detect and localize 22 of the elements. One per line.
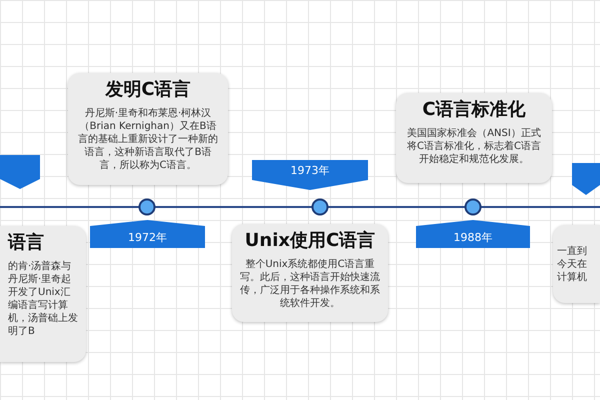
year-banner [416, 220, 530, 248]
year-banner [572, 163, 600, 195]
year-label: 1988年 [452, 230, 494, 245]
event-description: 美国国家标准会（ANSI）正式将C语言标准化，标志着C语言开始稳定和规范化发展。 [406, 126, 542, 166]
year-label: 1972年 [127, 230, 168, 245]
event-description: 丹尼斯·里奇和布莱恩·柯林汉（Brian Kernighan）又在B语言的基础上重新设计了一种新的语言，这种新语言取代了B语言，所以称为C语言。 [77, 106, 219, 172]
year-banner [0, 155, 40, 189]
event-title: 语言 [8, 232, 45, 254]
event-card [396, 93, 552, 183]
year-label: 1973年 [290, 163, 330, 178]
event-description: 整个Unix系统都使用C语言重写。此后，这种语言开始快速流传，广泛用于各种操作系统和系统软件开发。 [240, 258, 380, 310]
event-card [68, 73, 228, 185]
event-title: 发明C语言 [104, 79, 192, 101]
event-description: 一直到今天在计算机 [557, 244, 588, 284]
year-banner [90, 220, 205, 248]
event-card [553, 225, 600, 303]
event-card [0, 226, 86, 362]
event-title: Unix使用C语言 [244, 230, 376, 252]
year-banner [252, 160, 368, 190]
event-title: C语言标准化 [421, 99, 527, 121]
event-card [232, 224, 388, 322]
event-description: 的肯·汤普森与丹尼斯·里奇起开发了Unix汇编语言写计算机，汤普础上发明了B [8, 260, 78, 338]
